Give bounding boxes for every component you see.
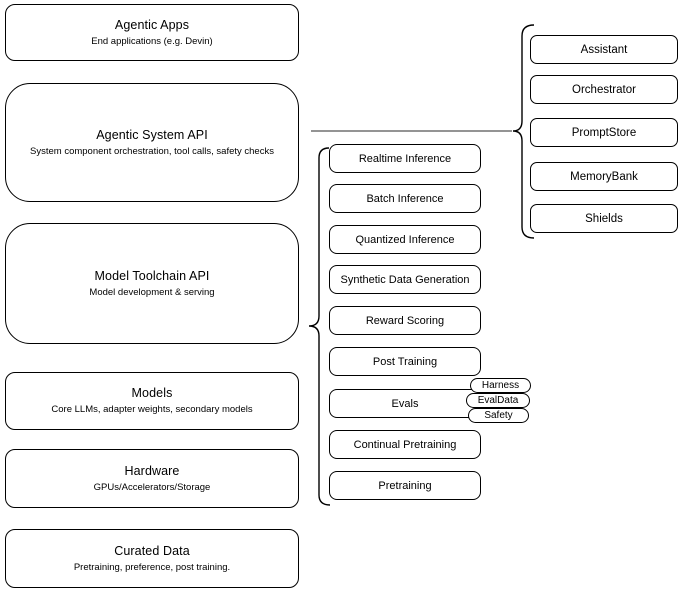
box-label: Post Training <box>372 355 438 368</box>
box-continual-pretraining: Continual Pretraining <box>329 430 481 459</box>
box-label: Continual Pretraining <box>353 438 457 451</box>
box-orchestrator: Orchestrator <box>530 75 678 104</box>
box-label: Realtime Inference <box>358 152 452 165</box>
box-agentic-system-api: Agentic System API System component orch… <box>5 83 299 202</box>
pill-evaldata: EvalData <box>466 393 530 408</box>
box-promptstore: PromptStore <box>530 118 678 147</box>
box-label: Shields <box>585 212 623 225</box>
box-reward-scoring: Reward Scoring <box>329 306 481 335</box>
box-subtitle: End applications (e.g. Devin) <box>91 35 213 47</box>
box-shields: Shields <box>530 204 678 233</box>
box-models: Models Core LLMs, adapter weights, secon… <box>5 372 299 430</box>
box-memorybank: MemoryBank <box>530 162 678 191</box>
box-title: Model Toolchain API <box>94 268 210 283</box>
box-label: Quantized Inference <box>355 233 455 246</box>
pill-label: EvalData <box>477 394 519 406</box>
box-pretraining: Pretraining <box>329 471 481 500</box>
box-quantized-inference: Quantized Inference <box>329 225 481 254</box>
box-title: Curated Data <box>114 543 190 558</box>
box-subtitle: Pretraining, preference, post training. <box>73 561 231 573</box>
box-label: PromptStore <box>571 126 637 139</box>
box-title: Models <box>131 386 173 400</box>
box-label: Evals <box>391 397 419 410</box>
box-title: Agentic System API <box>96 127 208 142</box>
box-label: Synthetic Data Generation <box>340 273 470 286</box>
box-realtime-inference: Realtime Inference <box>329 144 481 173</box>
box-curated-data: Curated Data Pretraining, preference, po… <box>5 529 299 588</box>
box-label: Orchestrator <box>572 83 636 96</box>
box-agentic-apps: Agentic Apps End applications (e.g. Devi… <box>5 4 299 61</box>
box-subtitle: Core LLMs, adapter weights, secondary mo… <box>51 404 253 415</box>
box-title: Agentic Apps <box>114 17 190 32</box>
box-synthetic-data-generation: Synthetic Data Generation <box>329 265 481 294</box>
box-hardware: Hardware GPUs/Accelerators/Storage <box>5 449 299 508</box>
box-post-training: Post Training <box>329 347 481 376</box>
box-subtitle: System component orchestration, tool cal… <box>30 145 274 157</box>
box-batch-inference: Batch Inference <box>329 184 481 213</box>
box-model-toolchain-api: Model Toolchain API Model development & … <box>5 223 299 344</box>
box-evals: Evals <box>329 389 481 418</box>
pill-label: Harness <box>481 379 520 391</box>
pill-safety: Safety <box>468 408 529 423</box>
box-subtitle: Model development & serving <box>89 286 215 298</box>
box-label: MemoryBank <box>570 170 638 183</box>
toolchain-brace <box>308 147 331 506</box>
box-title: Hardware <box>124 463 180 478</box>
box-label: Pretraining <box>378 479 432 492</box>
box-label: Assistant <box>580 43 628 56</box>
box-subtitle: GPUs/Accelerators/Storage <box>93 481 211 493</box>
box-assistant: Assistant <box>530 35 678 64</box>
box-label: Reward Scoring <box>365 314 445 327</box>
pill-harness: Harness <box>470 378 531 393</box>
box-label: Batch Inference <box>366 192 444 205</box>
pill-label: Safety <box>484 409 513 421</box>
